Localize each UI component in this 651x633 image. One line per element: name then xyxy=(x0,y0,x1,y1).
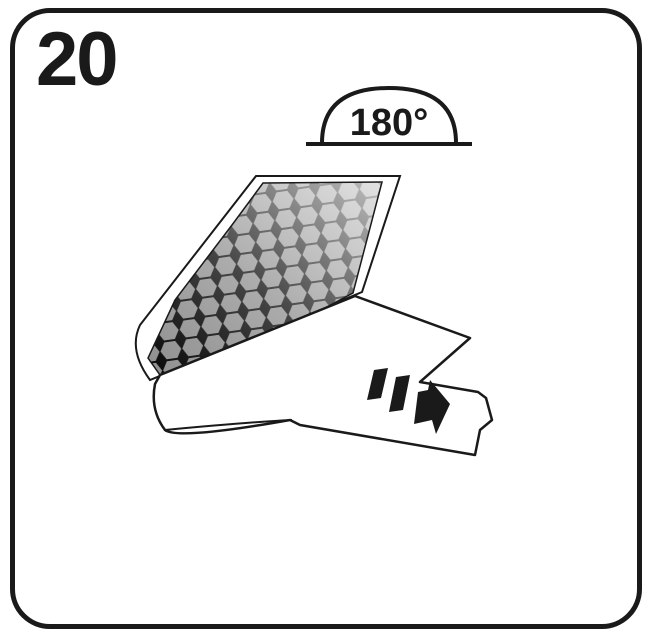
semicircle-angle-icon xyxy=(320,85,458,144)
angle-indicator: 180° xyxy=(306,85,472,146)
pull-direction xyxy=(367,368,450,434)
step-number: 20 xyxy=(36,17,119,102)
arrow-right-icon xyxy=(414,380,450,434)
motion-dash-2 xyxy=(389,375,410,412)
angle-label: 180° xyxy=(350,102,429,144)
lower-layer xyxy=(152,294,494,457)
motion-dash-1 xyxy=(367,368,388,400)
fold-edge xyxy=(164,419,293,431)
liner-sheet xyxy=(152,294,494,457)
